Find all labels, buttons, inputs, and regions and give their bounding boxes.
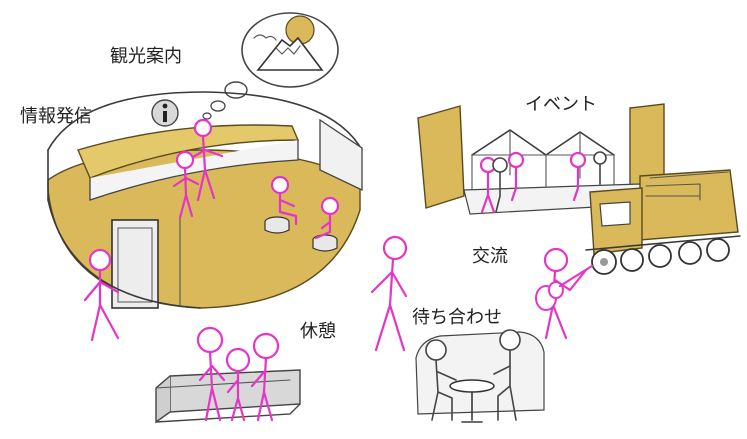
person-bench-2: [225, 347, 251, 422]
info-icon: [151, 99, 179, 127]
meetup-area: [415, 329, 545, 423]
person-booth-staff: [186, 118, 224, 202]
person-bench-3: [250, 332, 280, 422]
person-walking: [370, 235, 408, 352]
label-meetup: 待ち合わせ: [412, 307, 502, 328]
booth-door: [111, 219, 159, 309]
person-bench-1: [196, 326, 226, 422]
label-tourism: 観光案内: [110, 46, 182, 67]
person-meetup-left: [425, 339, 457, 421]
person-seated-1: [270, 175, 298, 226]
label-rest: 休憩: [300, 321, 336, 342]
person-seated-2: [314, 196, 340, 240]
thought-bubble: [202, 12, 339, 120]
guitar-icon: [535, 264, 594, 311]
mountain-sun-icon: [253, 15, 324, 71]
round-table: [449, 379, 495, 423]
person-meetup-right: [493, 329, 521, 421]
label-exchange: 交流: [472, 246, 508, 267]
person-at-door: [83, 248, 120, 342]
label-event: イベント: [525, 94, 597, 115]
food-truck: [585, 169, 741, 275]
person-booth-visitor: [172, 150, 200, 220]
person-guitar-player: [535, 247, 594, 340]
rest-bench: [155, 369, 301, 424]
